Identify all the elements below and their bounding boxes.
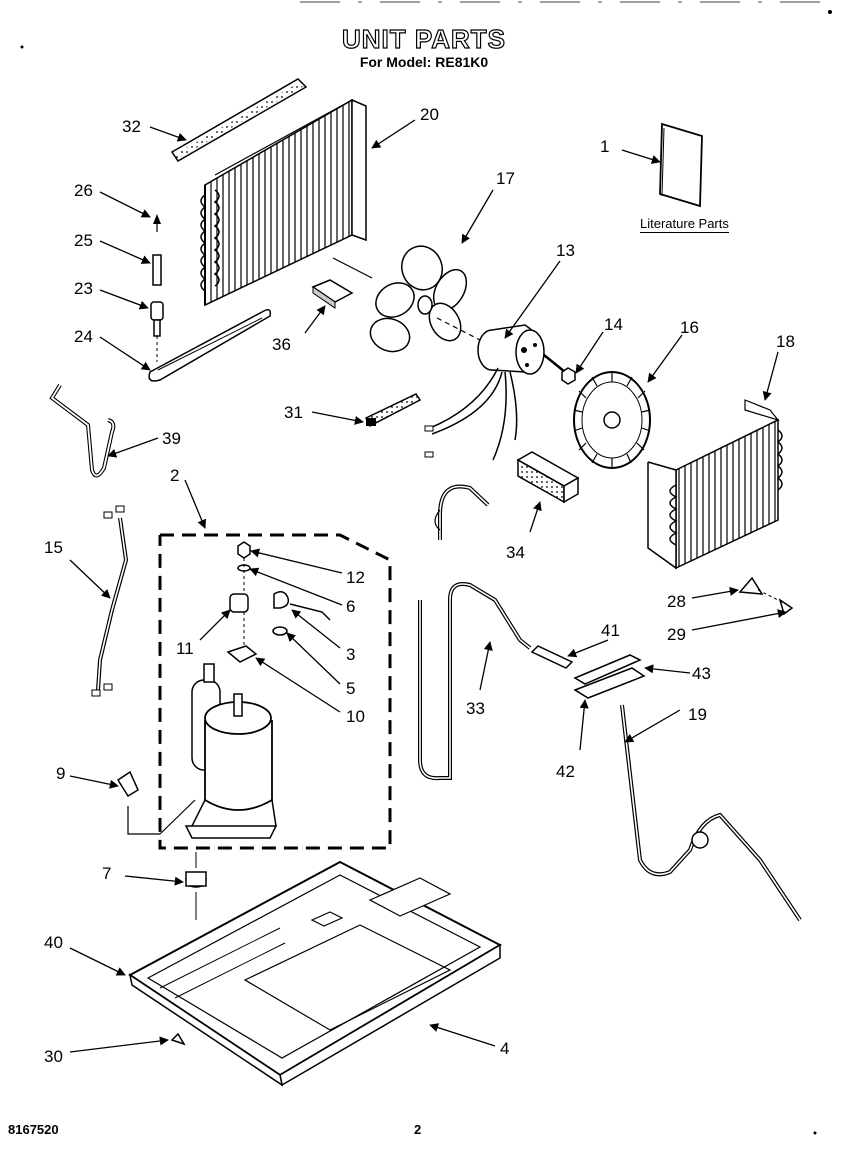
access-valve-parts (150, 214, 164, 362)
callout-43: 43 (692, 664, 711, 683)
callout-36: 36 (272, 335, 291, 354)
condenser-coil-part (200, 98, 367, 307)
compressor-assembly-box (158, 533, 392, 850)
callout-20: 20 (420, 105, 439, 124)
callout-14: 14 (604, 315, 623, 334)
literature-parts-label: Literature Parts (640, 216, 729, 233)
callout-42: 42 (556, 762, 575, 781)
literature-booklet-part (659, 122, 703, 208)
callout-10: 10 (346, 707, 365, 726)
blower-wheel-part (573, 371, 651, 469)
callout-32: 32 (122, 117, 141, 136)
callout-12: 12 (346, 568, 365, 587)
callout-13: 13 (556, 241, 575, 260)
bracket-part (311, 279, 354, 309)
compressor-part (184, 663, 278, 839)
insulation-sleeves-part (573, 654, 646, 699)
insulation-strip-part (364, 393, 422, 428)
callout-31: 31 (284, 403, 303, 422)
callout-26: 26 (74, 181, 93, 200)
callout-30: 30 (44, 1047, 63, 1066)
callout-33: 33 (466, 699, 485, 718)
tube-segment-part (530, 645, 574, 669)
callout-2: 2 (170, 466, 179, 485)
callout-5: 5 (346, 679, 355, 698)
leader-lines (69, 119, 787, 1053)
sponge-part (516, 451, 580, 504)
suction-tube-part (620, 704, 802, 922)
capillary-tube-part (49, 383, 116, 478)
callout-28: 28 (667, 592, 686, 611)
callout-1: 1 (600, 137, 609, 156)
model-subtitle: For Model: RE81K0 (359, 54, 489, 70)
callout-41: 41 (601, 621, 620, 640)
callout-40: 40 (44, 933, 63, 952)
document-number: 8167520 (8, 1122, 59, 1137)
callout-numbers: 32 20 26 25 23 24 17 13 1 14 16 18 36 31… (44, 105, 795, 1066)
page-number: 2 (414, 1122, 422, 1137)
callout-34: 34 (506, 543, 525, 562)
callout-24: 24 (74, 327, 93, 346)
callout-17: 17 (496, 169, 515, 188)
callout-23: 23 (74, 279, 93, 298)
callout-16: 16 (680, 318, 699, 337)
callout-18: 18 (776, 332, 795, 351)
nut-part (561, 367, 576, 385)
bracket-28-part (738, 576, 764, 595)
callout-9: 9 (56, 764, 65, 783)
callout-25: 25 (74, 231, 93, 250)
callout-29: 29 (667, 625, 686, 644)
callout-7: 7 (102, 864, 111, 883)
callout-3: 3 (346, 645, 355, 664)
clip-part (116, 770, 139, 798)
callout-15: 15 (44, 538, 63, 557)
gasket-strip-part (170, 78, 308, 163)
compressor-small-parts (226, 541, 331, 663)
screw-part (170, 1032, 186, 1046)
fan-motor-part (424, 324, 566, 461)
callout-19: 19 (688, 705, 707, 724)
callout-4: 4 (500, 1039, 509, 1058)
page-title: UNIT PARTS (341, 23, 507, 54)
evaporator-coil-part (647, 399, 783, 570)
callout-6: 6 (346, 597, 355, 616)
callout-39: 39 (162, 429, 181, 448)
grommet-part (185, 852, 207, 920)
discharge-tube-part (418, 484, 532, 781)
callout-11: 11 (176, 639, 194, 658)
base-pan-part (128, 860, 503, 1087)
wire-harness-part (91, 505, 129, 697)
tube-assembly-part (148, 309, 272, 382)
fan-blade-part (369, 245, 468, 353)
